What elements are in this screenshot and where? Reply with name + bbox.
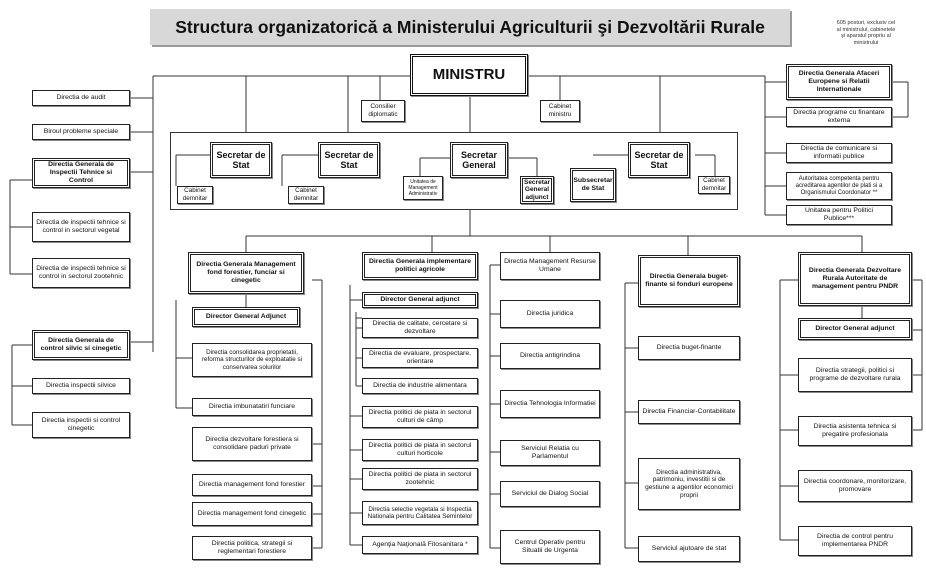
- directia-buget-finante-box: Directia buget-finante: [638, 336, 740, 360]
- dg-buget-finante-box: Directia Generala buget-finante si fondu…: [638, 255, 740, 307]
- cabinet-demnitar-2: Cabinet demnitar: [288, 186, 324, 204]
- inspectii-zootehnic-box: Directia de inspectii tehnice si control…: [32, 258, 130, 288]
- tehnologia-informatiei-box: Directia Tehnologia Informatiei: [500, 390, 600, 418]
- evaluare-prospectare-box: Directia de evaluare, prospectare, orien…: [362, 348, 478, 368]
- cabinet-ministru-box: Cabinet ministru: [540, 100, 580, 122]
- dg-inspectii-tehnice-box: Directia Generala de Inspectii Tehnice s…: [32, 158, 130, 188]
- col2-director-adjunct-box: Director General adjunct: [362, 292, 478, 308]
- biroul-probleme-box: Biroul probleme speciale: [32, 124, 130, 140]
- administrativa-patrimoniu-box: Directia administrativa, patrimoniu, inv…: [638, 458, 740, 510]
- secretar-stat-3: Secretar de Stat: [628, 142, 690, 178]
- politica-reglementari-forestiere-box: Directia politica, strategii si reglemen…: [192, 536, 312, 560]
- inspectii-vegetal-box: Directia de inspectii tehnice si control…: [32, 212, 130, 242]
- industrie-alimentara-box: Directia de industrie alimentara: [362, 378, 478, 394]
- financiar-contabilitate-box: Directia Financiar-Contabilitate: [638, 400, 740, 424]
- agentia-fitosanitara-box: Agenţia Naţională Fitosanitara *: [362, 536, 478, 554]
- autoritatea-competenta-box: Autoritatea competenta pentru acreditare…: [786, 172, 892, 200]
- directia-juridica-box: Directia juridica: [500, 300, 600, 328]
- comunicare-informatii-box: Directia de comunicare si informatii pub…: [786, 143, 892, 163]
- directia-antigrindina-box: Directia antigrindina: [500, 343, 600, 369]
- dialog-social-box: Serviciul de Dialog Social: [500, 481, 600, 507]
- footnote: 605 posturi, exclusiv cel al ministrului…: [836, 20, 896, 46]
- col1-director-adjunct-box: Director General Adjunct: [192, 307, 300, 327]
- cabinet-demnitar-1: Cabinet demnitar: [177, 186, 213, 204]
- subsecretar-stat: Subsecretar de Stat: [570, 168, 616, 202]
- inspectii-silvice-box: Directia inspectii silvice: [32, 378, 130, 394]
- control-implementare-pndr-box: Directia de control pentru implementarea…: [798, 526, 912, 556]
- serviciul-ajutoare-box: Serviciul ajutoare de stat: [638, 536, 740, 562]
- piata-zootehnic-box: Directia politici de piata in sectorul z…: [362, 468, 478, 490]
- management-resurse-umane-box: Directia Management Resurse Umane: [500, 252, 600, 280]
- col5-director-adjunct-box: Director General adjunct: [798, 318, 912, 340]
- dg-dezvoltare-rurala-box: Directia Generala Dezvoltare Rurala Auto…: [798, 252, 912, 306]
- coordonare-monitorizare-box: Directia coordonare, monitorizare, promo…: [798, 470, 912, 502]
- inspectii-cinegetic-box: Directia inspectii si control cinegetic: [32, 412, 130, 438]
- centrul-operativ-box: Centrul Operativ pentru Situatii de Urge…: [500, 530, 600, 564]
- strategii-politici-rurala-box: Directia strategii, politici si programe…: [798, 358, 912, 392]
- relatia-parlamentul-box: Serviciul Relatia cu Parlamentul: [500, 440, 600, 466]
- asistenta-tehnica-box: Directia asistenta tehnica si pregatire …: [798, 416, 912, 446]
- politici-publice-box: Unitatea pentru Politici Publice***: [786, 205, 892, 225]
- unitatea-management-box: Unitatea de Management Administrativ: [403, 176, 443, 200]
- directia-audit-box: Directia de audit: [32, 90, 130, 106]
- dg-implementare-politici-box: Directia Generala implementare politici …: [362, 252, 478, 280]
- chart-title: Structura organizatorică a Ministerului …: [150, 9, 790, 45]
- management-fond-forestier-box: Directia management fond forestier: [192, 474, 312, 496]
- calitate-cercetare-box: Directia de calitate, cercetare si dezvo…: [362, 318, 478, 338]
- piata-culturi-camp-box: Directia politici de piata in sectorul c…: [362, 406, 478, 428]
- imbunatatiri-funciare-box: Directia imbunatatiri funciare: [192, 398, 312, 416]
- selectie-vegetala-box: Directia selectie vegetala si Inspectia …: [362, 501, 478, 525]
- dezvoltare-forestiera-box: Directia dezvoltare forestiera si consol…: [192, 427, 312, 461]
- programe-finantare-box: Directia programe cu finantare externa: [786, 107, 892, 127]
- piata-culturi-horticole-box: Directia politici de piata in sectorul c…: [362, 439, 478, 461]
- dg-management-fond-forestier-box: Directia Generala Management fond forest…: [188, 252, 304, 294]
- secretar-general-adjunct: Secretar General adjunct: [520, 176, 554, 204]
- secretar-general: Secretar General: [450, 142, 508, 178]
- dg-afaceri-europene-box: Directia Generala Afaceri Europene si Re…: [786, 64, 892, 100]
- dg-control-silvic-box: Directia Generala de control silvic si c…: [32, 330, 130, 360]
- secretariat-frame: [170, 132, 738, 210]
- cabinet-demnitar-3: Cabinet demnitar: [698, 176, 730, 194]
- consolidarea-proprietatii-box: Directia consolidarea proprietatii, refo…: [192, 343, 312, 377]
- consilier-diplomatic-box: Consilier diplomatic: [361, 100, 405, 122]
- secretar-stat-2: Secretar de Stat: [318, 142, 380, 178]
- management-fond-cinegetic-box: Directia management fond cinegetic: [192, 502, 312, 526]
- ministru-box: MINISTRU: [410, 54, 528, 96]
- secretar-stat-1: Secretar de Stat: [210, 142, 272, 178]
